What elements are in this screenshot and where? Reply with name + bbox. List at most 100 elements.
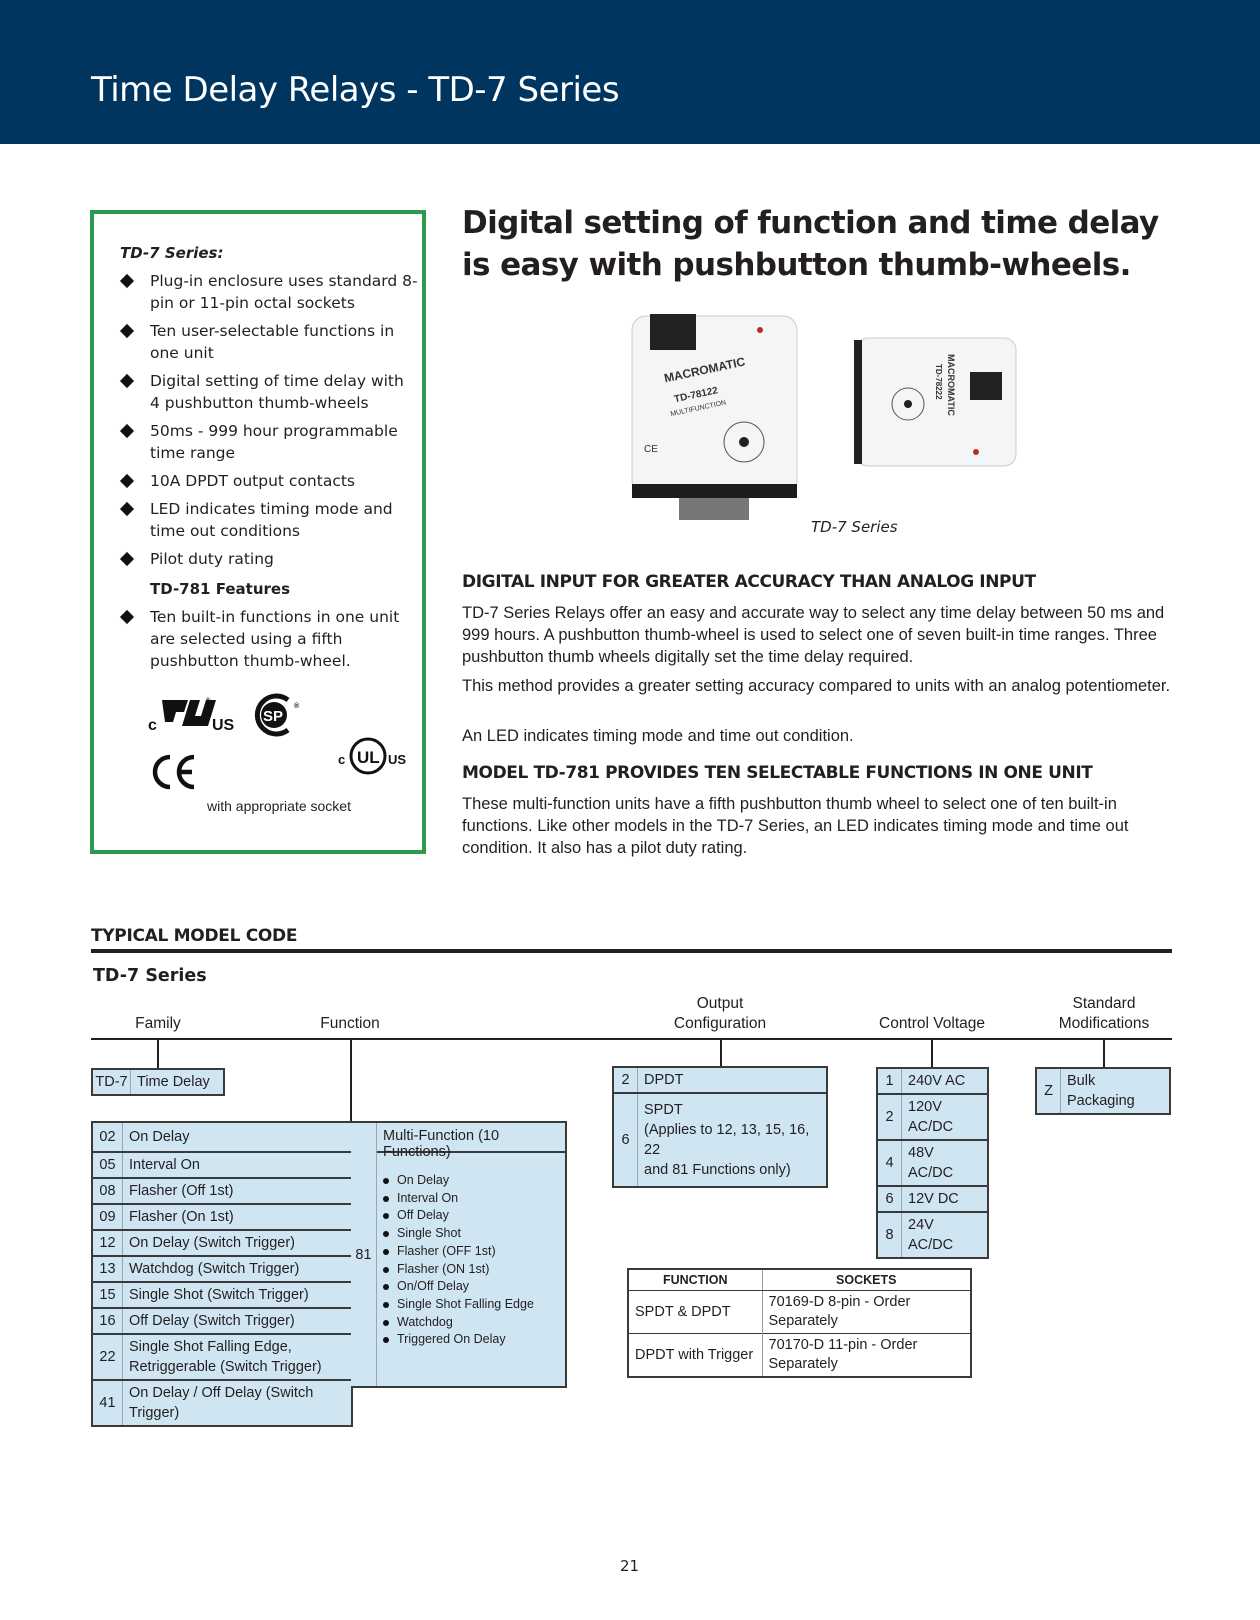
list-item: Off Delay <box>381 1207 534 1225</box>
list-item: On Delay <box>381 1172 534 1190</box>
table-row: DPDT with Trigger 70170-D 11-pin - Order… <box>628 1333 972 1377</box>
diamond-bullet-icon <box>119 609 135 625</box>
feature-item: Ten user-selectable functions in one uni… <box>118 320 418 364</box>
table-row: 6 SPDT (Applies to 12, 13, 15, 16, 22 an… <box>614 1092 826 1186</box>
tree-line <box>91 1038 1172 1040</box>
page-number: 21 <box>620 1557 640 1575</box>
table-row: 2 DPDT <box>614 1068 826 1092</box>
ce-mark-icon <box>150 752 200 802</box>
list-item: Single Shot <box>381 1225 534 1243</box>
socket-note: with appropriate socket <box>207 798 351 814</box>
diamond-bullet-icon <box>119 373 135 389</box>
bullet-icon <box>383 1231 389 1238</box>
svg-text:®: ® <box>294 702 300 710</box>
csa-cert-icon: SP ® <box>252 692 302 743</box>
diamond-bullet-icon <box>119 501 135 517</box>
feature-item: Pilot duty rating <box>118 548 418 570</box>
svg-text:US: US <box>388 752 406 767</box>
feature-item: LED indicates timing mode and time out c… <box>118 498 418 542</box>
section-paragraph: These multi-function units have a fifth … <box>462 795 1129 857</box>
bullet-icon <box>383 1319 389 1326</box>
photo-caption: TD-7 Series <box>811 518 898 536</box>
bullet-icon <box>383 1337 389 1344</box>
td781-features-heading: TD-781 Features <box>150 580 291 598</box>
multi-function-code: 81 <box>351 1123 377 1386</box>
diamond-bullet-icon <box>119 473 135 489</box>
multi-function-heading: Multi-Function (10 Functions) <box>377 1123 565 1160</box>
list-item: Flasher (ON 1st) <box>381 1261 534 1279</box>
bullet-icon <box>383 1301 389 1308</box>
product-photo-td78122: MACROMATIC TD-78122 MULTIFUNCTION CE <box>624 312 804 532</box>
feature-item: 10A DPDT output contacts <box>118 470 418 492</box>
svg-text:TD-78222: TD-78222 <box>934 364 943 400</box>
svg-text:SP: SP <box>263 708 283 725</box>
column-label-output: Output Configuration <box>673 995 767 1032</box>
model-code-series: TD-7 Series <box>93 966 207 986</box>
list-item: Flasher (OFF 1st) <box>381 1243 534 1261</box>
list-item: Single Shot Falling Edge <box>381 1296 534 1314</box>
headline: Digital setting of function and time del… <box>462 205 1159 283</box>
tree-line <box>1103 1039 1105 1067</box>
sockets-table: FUNCTION SOCKETS SPDT & DPDT 70169-D 8-p… <box>627 1268 972 1378</box>
column-label-family: Family <box>135 1015 181 1032</box>
section-title-td781: MODEL TD-781 PROVIDES TEN SELECTABLE FUN… <box>462 763 1093 783</box>
svg-text:CE: CE <box>644 444 658 455</box>
diamond-bullet-icon <box>119 323 135 339</box>
feature-box-heading: TD-7 Series: <box>120 244 224 262</box>
feature-item: Ten built-in functions in one unit are s… <box>118 606 418 672</box>
svg-text:UL: UL <box>357 748 380 767</box>
family-table: TD-7 Time Delay <box>91 1068 225 1096</box>
bullet-icon <box>383 1266 389 1273</box>
product-photo-td78222: MACROMATIC TD-78222 <box>852 334 1022 479</box>
table-row: SPDT & DPDT 70169-D 8-pin - Order Separa… <box>628 1290 972 1334</box>
bullet-icon <box>383 1248 389 1255</box>
column-label-voltage: Control Voltage <box>879 1015 985 1032</box>
svg-text:c: c <box>148 717 157 734</box>
feature-box: TD-7 Series: Plug-in enclosure uses stan… <box>90 210 426 854</box>
output-table: 2 DPDT 6 SPDT (Applies to 12, 13, 15, 16… <box>612 1066 828 1188</box>
page-title: Time Delay Relays - TD-7 Series <box>91 70 620 110</box>
tree-line <box>350 1039 352 1122</box>
feature-item: Digital setting of time delay with 4 pus… <box>118 370 418 414</box>
bullet-icon <box>383 1195 389 1202</box>
feature-item: Plug-in enclosure uses standard 8-pin or… <box>118 270 418 314</box>
tree-line <box>157 1039 159 1069</box>
list-item: Watchdog <box>381 1314 534 1332</box>
svg-text:MACROMATIC: MACROMATIC <box>946 354 956 416</box>
svg-text:®: ® <box>206 697 211 704</box>
section-paragraph: This method provides a greater setting a… <box>462 677 1171 695</box>
diamond-bullet-icon <box>119 423 135 439</box>
list-item: Interval On <box>381 1190 534 1208</box>
svg-text:c: c <box>338 752 345 767</box>
bullet-icon <box>383 1178 389 1184</box>
column-label-function: Function <box>320 1015 380 1032</box>
table-row: TD-7 Time Delay <box>93 1070 223 1094</box>
tree-line <box>720 1039 722 1067</box>
section-paragraph: TD-7 Series Relays offer an easy and acc… <box>462 604 1165 666</box>
feature-list: Plug-in enclosure uses standard 8-pin or… <box>118 270 418 678</box>
ur-recognized-cert-icon: c US ® <box>148 694 238 734</box>
header-banner: Time Delay Relays - TD-7 Series <box>0 0 1260 144</box>
tree-line <box>931 1039 933 1067</box>
bullet-icon <box>383 1284 389 1291</box>
diamond-bullet-icon <box>119 551 135 567</box>
